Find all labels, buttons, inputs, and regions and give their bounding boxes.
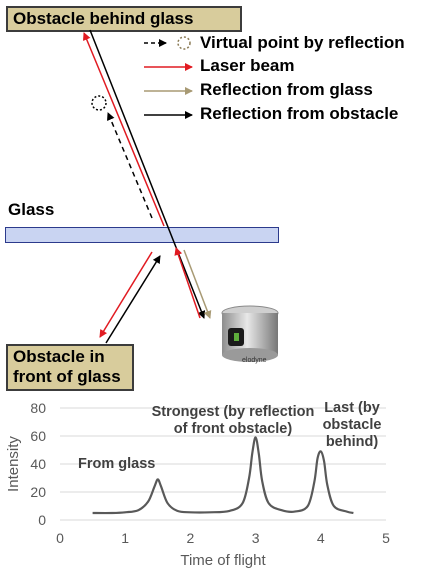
y-tick-60: 60 [30, 428, 46, 444]
front-obstacle-return [105, 255, 161, 344]
y-tick-80: 80 [30, 400, 46, 416]
laser-beam-down-left [99, 251, 153, 338]
y-tick-20: 20 [30, 484, 46, 500]
y-axis-label: Intensity [5, 436, 22, 492]
obstacle-reflection-down [89, 29, 206, 319]
y-tick-labels: 0 20 40 60 80 [30, 400, 46, 528]
laser-beam-up [82, 32, 165, 227]
x-tick-1: 1 [121, 530, 129, 546]
legend-virtual-point-label: Virtual point by reflection [200, 33, 405, 52]
annotation-1-line-1: of front obstacle) [174, 421, 293, 437]
glass-reflection-return [183, 249, 212, 319]
obstacle-behind-label: Obstacle behind glass [6, 6, 242, 32]
legend-laser-beam-label: Laser beam [200, 56, 295, 75]
annotation-0-line-0: From glass [78, 456, 155, 472]
glass-pane [5, 227, 279, 243]
x-tick-0: 0 [56, 530, 64, 546]
intensity-line [92, 436, 354, 515]
chart-grid [60, 407, 386, 521]
x-tick-2: 2 [187, 530, 195, 546]
obstacle-behind-text: Obstacle behind glass [13, 9, 194, 28]
x-tick-3: 3 [252, 530, 260, 546]
legend-glass-reflection-label: Reflection from glass [200, 80, 373, 99]
annotation-2-line-2: behind) [326, 434, 379, 450]
y-tick-0: 0 [38, 512, 46, 528]
annotation-2-line-1: obstacle [323, 417, 382, 433]
sensor-brand: elodyne [242, 357, 267, 364]
x-tick-4: 4 [317, 530, 325, 546]
x-tick-5: 5 [382, 530, 390, 546]
laser-from-sensor [174, 247, 201, 319]
glass-label: Glass [8, 200, 55, 219]
lidar-sensor: elodyne [221, 305, 279, 364]
legend-virtual-point-icon [177, 36, 191, 50]
obstacle-front-line1: Obstacle in [13, 347, 105, 366]
obstacle-front-line2: front of glass [13, 367, 121, 386]
virtual-point-icon [91, 95, 107, 111]
y-tick-40: 40 [30, 456, 46, 472]
x-tick-labels: 0 1 2 3 4 5 [56, 530, 390, 546]
intensity-chart: 0 20 40 60 80 0 1 2 3 4 5 From glass Strongest (by… [5, 400, 390, 569]
x-axis-label: Time of flight [180, 552, 266, 569]
annotation-2-line-0: Last (by [324, 400, 380, 416]
annotation-1-line-0: Strongest (by reflection [152, 404, 315, 420]
legend-obstacle-reflection-label: Reflection from obstacle [200, 104, 399, 123]
virtual-reflection-dashed [107, 112, 153, 219]
obstacle-front-label: Obstacle in front of glass [6, 344, 134, 391]
